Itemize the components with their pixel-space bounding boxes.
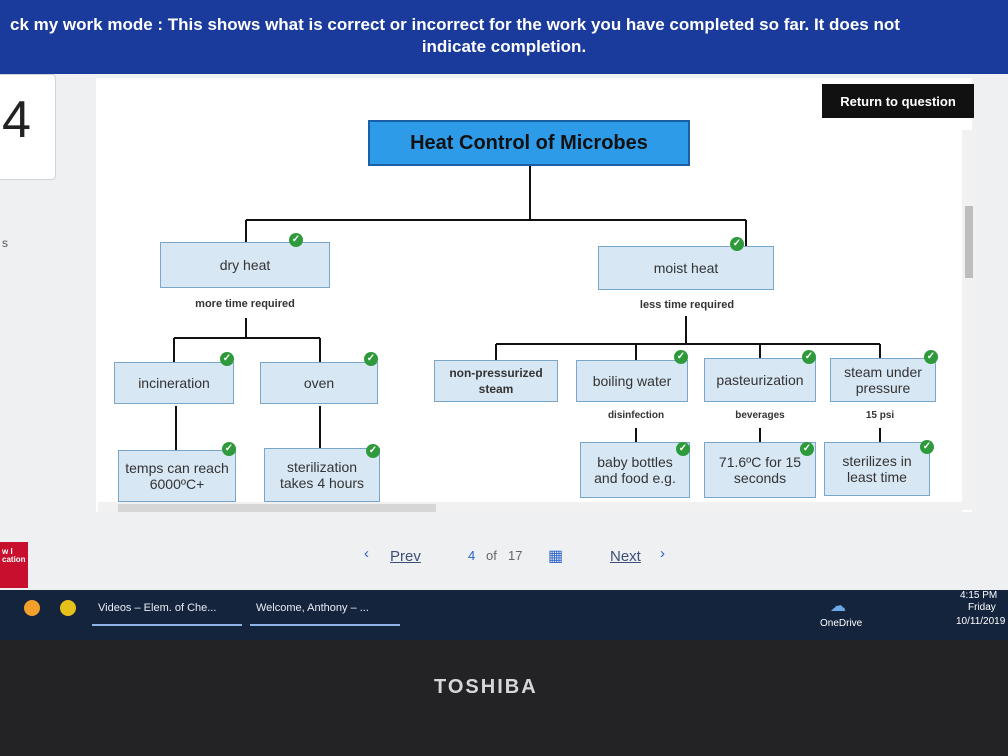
- steam-under-pressure-detail-node[interactable]: sterilizes in least time: [824, 442, 930, 496]
- correct-check-icon: ✓: [364, 352, 378, 366]
- correct-check-icon: ✓: [676, 442, 690, 456]
- taskbar: Videos – Elem. of Che... Welcome, Anthon…: [0, 590, 1008, 640]
- chevron-right-icon[interactable]: ›: [660, 545, 665, 562]
- scrollbar-thumb[interactable]: [965, 206, 973, 278]
- pasteurization-detail-node[interactable]: 71.6ºC for 15 seconds: [704, 442, 816, 498]
- boiling-water-detail-node[interactable]: baby bottles and food e.g.: [580, 442, 690, 498]
- onedrive-icon[interactable]: ☁: [830, 598, 846, 615]
- page-total: 17: [508, 548, 523, 563]
- correct-check-icon: ✓: [366, 444, 380, 458]
- correct-check-icon: ✓: [924, 350, 938, 364]
- question-number-card: [0, 74, 56, 180]
- firefox-icon[interactable]: [24, 600, 40, 616]
- prev-link[interactable]: Prev: [390, 548, 421, 565]
- moist-heat-note: less time required: [639, 299, 735, 311]
- non-pressurized-steam-node[interactable]: non-pressurized steam: [434, 360, 558, 402]
- pasteurization-note: beverages: [735, 410, 785, 421]
- oven-node[interactable]: oven: [260, 362, 378, 404]
- correct-check-icon: ✓: [674, 350, 688, 364]
- horizontal-scrollbar[interactable]: [98, 502, 962, 514]
- correct-check-icon: ✓: [289, 233, 303, 247]
- banner-line-1: ck my work mode : This shows what is cor…: [10, 15, 900, 34]
- laptop-brand: TOSHIBA: [434, 676, 538, 698]
- chrome-icon[interactable]: [60, 600, 76, 616]
- correct-check-icon: ✓: [920, 440, 934, 454]
- incineration-detail-node[interactable]: temps can reach 6000ºC+: [118, 450, 236, 502]
- vertical-scrollbar[interactable]: [962, 130, 976, 510]
- onedrive-label: OneDrive: [820, 618, 863, 629]
- correct-check-icon: ✓: [800, 442, 814, 456]
- clock-time: 4:15 PM: [960, 590, 998, 601]
- check-mode-banner: ck my work mode : This shows what is cor…: [0, 0, 1008, 74]
- laptop-bezel: TOSHIBA: [0, 640, 1008, 756]
- taskbar-item-videos[interactable]: Videos – Elem. of Che...: [92, 596, 242, 626]
- clock-day: Friday: [968, 602, 996, 613]
- incineration-node[interactable]: incineration: [114, 362, 234, 404]
- chevron-left-icon[interactable]: ‹: [364, 545, 369, 562]
- map-title: Heat Control of Microbes: [368, 120, 690, 166]
- question-number: 4: [2, 91, 31, 149]
- correct-check-icon: ✓: [222, 442, 236, 456]
- pasteurization-node[interactable]: pasteurization: [704, 358, 816, 402]
- steam-under-pressure-node[interactable]: steam under pressure: [830, 358, 936, 402]
- screen: ck my work mode : This shows what is cor…: [0, 0, 1008, 640]
- steam-under-pressure-note: 15 psi: [865, 410, 895, 421]
- next-link[interactable]: Next: [610, 548, 641, 565]
- grid-icon[interactable]: ▦: [548, 548, 564, 565]
- brand-card: w l cation: [0, 542, 28, 588]
- boiling-water-note: disinfection: [607, 410, 665, 421]
- oven-detail-node[interactable]: sterilization takes 4 hours: [264, 448, 380, 502]
- dry-heat-note: more time required: [195, 298, 295, 310]
- correct-check-icon: ✓: [220, 352, 234, 366]
- clock-date: 10/11/2019: [956, 616, 1006, 627]
- page-current: 4: [468, 548, 476, 563]
- taskbar-item-welcome[interactable]: Welcome, Anthony – ...: [250, 596, 400, 626]
- boiling-water-node[interactable]: boiling water: [576, 360, 688, 402]
- banner-line-2: indicate completion.: [421, 37, 587, 56]
- connector-lines: [173, 166, 881, 450]
- sidebar-letter: s: [2, 236, 8, 250]
- correct-check-icon: ✓: [802, 350, 816, 364]
- page-of: of: [486, 548, 497, 563]
- moist-heat-node[interactable]: moist heat: [598, 246, 774, 290]
- dry-heat-node[interactable]: dry heat: [160, 242, 330, 288]
- scrollbar-thumb[interactable]: [118, 504, 436, 512]
- return-to-question-button[interactable]: Return to question: [822, 84, 974, 118]
- correct-check-icon: ✓: [730, 237, 744, 251]
